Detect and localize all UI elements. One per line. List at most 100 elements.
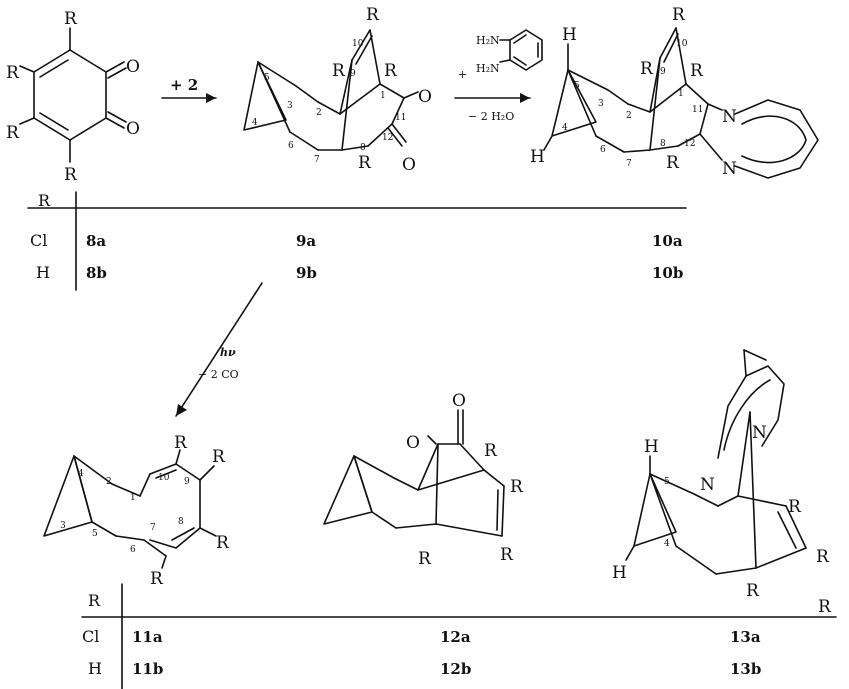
locant-7: 7 [314,155,320,165]
locant-2: 2 [626,111,632,121]
hydrogen-label: H [530,147,545,167]
r-label: R [216,533,230,553]
locant-11: 11 [395,113,406,123]
oxygen-label: O [406,433,420,453]
r-label: R [64,9,78,29]
structure-10: H H R R R R N N 10 9 1 2 3 4 5 6 7 8 11 … [530,5,819,179]
locant-4: 4 [252,118,258,128]
compound-label: 11b [132,660,163,678]
locant-4: 4 [78,469,84,479]
nitrogen-label: N [722,159,737,179]
locant-5: 5 [574,81,580,91]
compound-label: 9a [296,232,316,250]
locant-10: 10 [158,473,170,483]
locant-8: 8 [660,139,666,149]
table-row-r: Cl [30,231,47,250]
r-label: R [6,63,20,83]
r-label: R [174,433,188,453]
locant-9: 9 [184,477,190,487]
r-label: R [500,545,514,565]
amine-label: H₂N [476,62,500,75]
locant-5: 5 [664,477,670,487]
nitrogen-label: N [752,423,767,443]
compound-label: 13b [730,660,761,678]
r-label: R [484,441,498,461]
compound-label: 8a [86,232,106,250]
r-label: R [690,61,704,81]
oxygen-label: O [126,119,140,139]
table-bottom: R Cl 11a 12a 13a H 11b 12b 13b [81,583,837,689]
oxygen-label: O [418,87,432,107]
locant-4: 4 [664,539,670,549]
r-label: R [746,581,760,601]
r-label: R [640,59,654,79]
locant-8: 8 [178,517,184,527]
r-label: R [418,549,432,569]
locant-10: 10 [676,39,688,49]
locant-6: 6 [288,141,294,151]
hv-label: hν [220,346,236,359]
compound-label: 8b [86,264,107,282]
locant-2: 2 [316,108,322,118]
table-row-r: H [88,659,102,678]
r-label: R [6,123,20,143]
locant-3: 3 [60,521,66,531]
r-label: R [510,477,524,497]
r-label: R [366,5,380,25]
oxygen-label: O [452,391,466,411]
compound-label: 13a [730,628,761,646]
r-label: R [212,447,226,467]
locant-2: 2 [106,477,112,487]
byproduct-label: − 2 CO [198,368,239,381]
locant-9: 9 [350,69,356,79]
compound-label: 9b [296,264,317,282]
hydrogen-label: H [612,563,627,583]
oxygen-label: O [126,57,140,77]
table-row-r: Cl [82,627,99,646]
locant-12: 12 [382,133,393,143]
r-label: R [384,61,398,81]
reagent-label: + 2 [170,76,198,94]
reaction-arrow-hv: hν − 2 CO [175,282,263,417]
locant-1: 1 [130,493,136,503]
locant-6: 6 [600,145,606,155]
hydrogen-label: H [644,437,659,457]
locant-7: 7 [150,523,156,533]
structure-13: H H N N R R R R 5 4 [612,349,832,617]
locant-4: 4 [562,123,568,133]
compound-label: 12a [440,628,471,646]
table-header: R [88,591,101,610]
oxygen-label: O [402,155,416,175]
table-header: R [38,191,51,210]
r-label: R [788,497,802,517]
locant-9: 9 [660,67,666,77]
locant-8: 8 [360,143,366,153]
r-label: R [150,569,164,589]
r-label: R [64,165,78,185]
locant-6: 6 [130,545,136,555]
table-row-r: H [36,263,50,282]
locant-5: 5 [92,529,98,539]
locant-7: 7 [626,159,632,169]
compound-label: 12b [440,660,471,678]
hydrogen-label: H [562,25,577,45]
r-label: R [332,61,346,81]
r-label: R [818,597,832,617]
locant-10: 10 [352,39,364,49]
compound-label: 11a [132,628,163,646]
reaction-arrow-2: + H₂N H₂N − 2 H₂O [454,29,543,123]
structure-8: R R R R O O [6,9,140,185]
structure-12: O O R R R R [323,391,524,569]
structure-9: R R R R O O 10 9 1 2 3 4 5 6 7 8 11 12 [243,5,432,175]
amine-label: H₂N [476,34,500,47]
r-label: R [672,5,686,25]
locant-1: 1 [678,89,684,99]
nitrogen-label: N [700,475,715,495]
structure-11: R R R R 1 2 3 4 5 6 7 8 9 10 [43,433,230,589]
r-label: R [358,153,372,173]
nitrogen-label: N [722,107,737,127]
compound-label: 10a [652,232,683,250]
plus-sign: + [458,68,467,81]
locant-11: 11 [692,105,703,115]
